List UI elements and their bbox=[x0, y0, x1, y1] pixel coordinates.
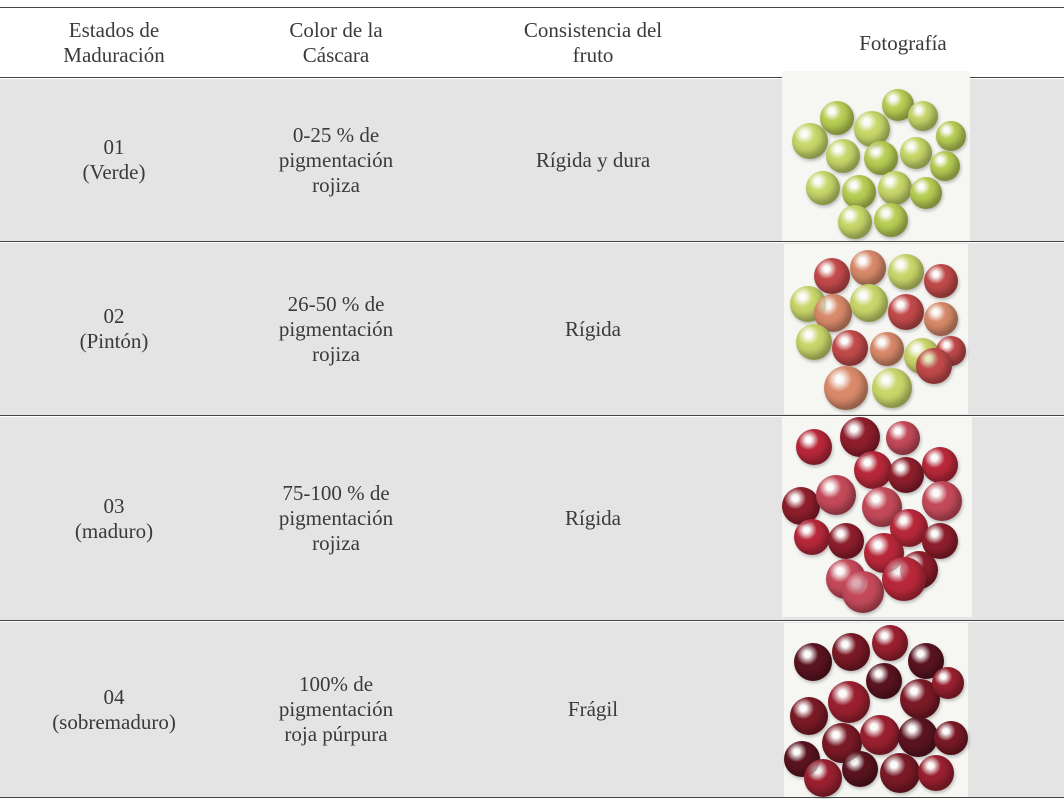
fruit-image bbox=[888, 254, 924, 290]
fruit-image bbox=[916, 348, 952, 384]
color-cell: 75-100 % de pigmentación rojiza bbox=[278, 481, 394, 555]
color-cell: 26-50 % de pigmentación rojiza bbox=[278, 291, 394, 366]
fruit-image bbox=[936, 121, 966, 151]
fruit-image bbox=[796, 429, 832, 465]
fruit-image bbox=[806, 171, 840, 205]
estado-cell: 04 (sobremaduro) bbox=[52, 684, 176, 734]
fruit-image bbox=[924, 302, 958, 336]
fruit-image bbox=[828, 523, 864, 559]
fruit-image bbox=[832, 330, 868, 366]
fruit-image bbox=[864, 141, 898, 175]
table-top-rule bbox=[0, 7, 1064, 8]
fruit-image bbox=[872, 368, 912, 408]
row-separator bbox=[0, 620, 1064, 621]
fruit-image bbox=[934, 721, 968, 755]
consistencia-cell: Frágil bbox=[567, 697, 619, 721]
row-separator bbox=[0, 415, 1064, 416]
fruit-image bbox=[816, 475, 856, 515]
fruit-image bbox=[898, 717, 938, 757]
fruit-image bbox=[850, 250, 886, 286]
header-fotografia: Fotografía bbox=[859, 30, 947, 55]
fruit-image bbox=[804, 759, 842, 797]
estado-cell: 02 (Pintón) bbox=[79, 304, 149, 353]
fruit-image bbox=[866, 663, 902, 699]
fruit-image bbox=[824, 366, 868, 410]
estado-cell: 01 (Verde) bbox=[82, 135, 146, 184]
fruit-image bbox=[918, 755, 954, 791]
fruit-photo bbox=[782, 71, 970, 241]
header-estados: Estados de Maduración bbox=[63, 18, 165, 67]
fruit-photo bbox=[782, 417, 972, 617]
fruit-photo bbox=[784, 623, 968, 797]
fruit-image bbox=[860, 715, 900, 755]
fruit-image bbox=[872, 625, 908, 661]
fruit-image bbox=[922, 447, 958, 483]
fruit-image bbox=[814, 258, 850, 294]
fruit-image bbox=[878, 171, 912, 205]
fruit-image bbox=[870, 332, 904, 366]
fruit-image bbox=[832, 633, 870, 671]
fruit-image bbox=[794, 643, 832, 681]
fruit-image bbox=[922, 481, 962, 521]
fruit-image bbox=[932, 667, 964, 699]
fruit-image bbox=[880, 753, 920, 793]
fruit-image bbox=[828, 681, 870, 723]
fruit-image bbox=[782, 487, 820, 525]
fruit-image bbox=[910, 177, 942, 209]
fruit-image bbox=[842, 751, 878, 787]
fruit-image bbox=[842, 175, 876, 209]
color-cell: 100% de pigmentación roja púrpura bbox=[278, 672, 394, 746]
fruit-image bbox=[874, 203, 908, 237]
fruit-image bbox=[924, 264, 958, 298]
fruit-image bbox=[850, 284, 888, 322]
header-consistencia: Consistencia del fruto bbox=[523, 18, 663, 67]
header-color: Color de la Cáscara bbox=[289, 18, 383, 67]
consistencia-cell: Rígida bbox=[565, 316, 621, 341]
fruit-image bbox=[930, 151, 960, 181]
fruit-image bbox=[796, 324, 832, 360]
fruit-image bbox=[888, 294, 924, 330]
estado-cell: 03 (maduro) bbox=[74, 493, 154, 543]
fruit-image bbox=[900, 137, 932, 169]
color-cell: 0-25 % de pigmentación rojiza bbox=[278, 122, 394, 197]
fruit-photo bbox=[784, 244, 968, 414]
row-separator bbox=[0, 241, 1064, 242]
fruit-image bbox=[840, 417, 880, 457]
table-bottom-rule bbox=[0, 797, 1064, 798]
fruit-image bbox=[792, 123, 828, 159]
fruit-image bbox=[790, 697, 828, 735]
fruit-image bbox=[820, 101, 854, 135]
consistencia-cell: Rígida bbox=[565, 506, 621, 530]
fruit-image bbox=[826, 139, 860, 173]
header-rule bbox=[0, 77, 1064, 78]
fruit-image bbox=[854, 451, 892, 489]
fruit-image bbox=[838, 205, 872, 239]
fruit-image bbox=[886, 421, 920, 455]
fruit-image bbox=[842, 571, 884, 613]
fruit-image bbox=[908, 101, 938, 131]
table-header-row: Estados de Maduración Color de la Cáscar… bbox=[0, 9, 1064, 77]
fruit-image bbox=[888, 457, 924, 493]
consistencia-cell: Rígida y dura bbox=[535, 147, 651, 172]
fruit-image bbox=[794, 519, 830, 555]
fruit-image bbox=[882, 557, 926, 601]
